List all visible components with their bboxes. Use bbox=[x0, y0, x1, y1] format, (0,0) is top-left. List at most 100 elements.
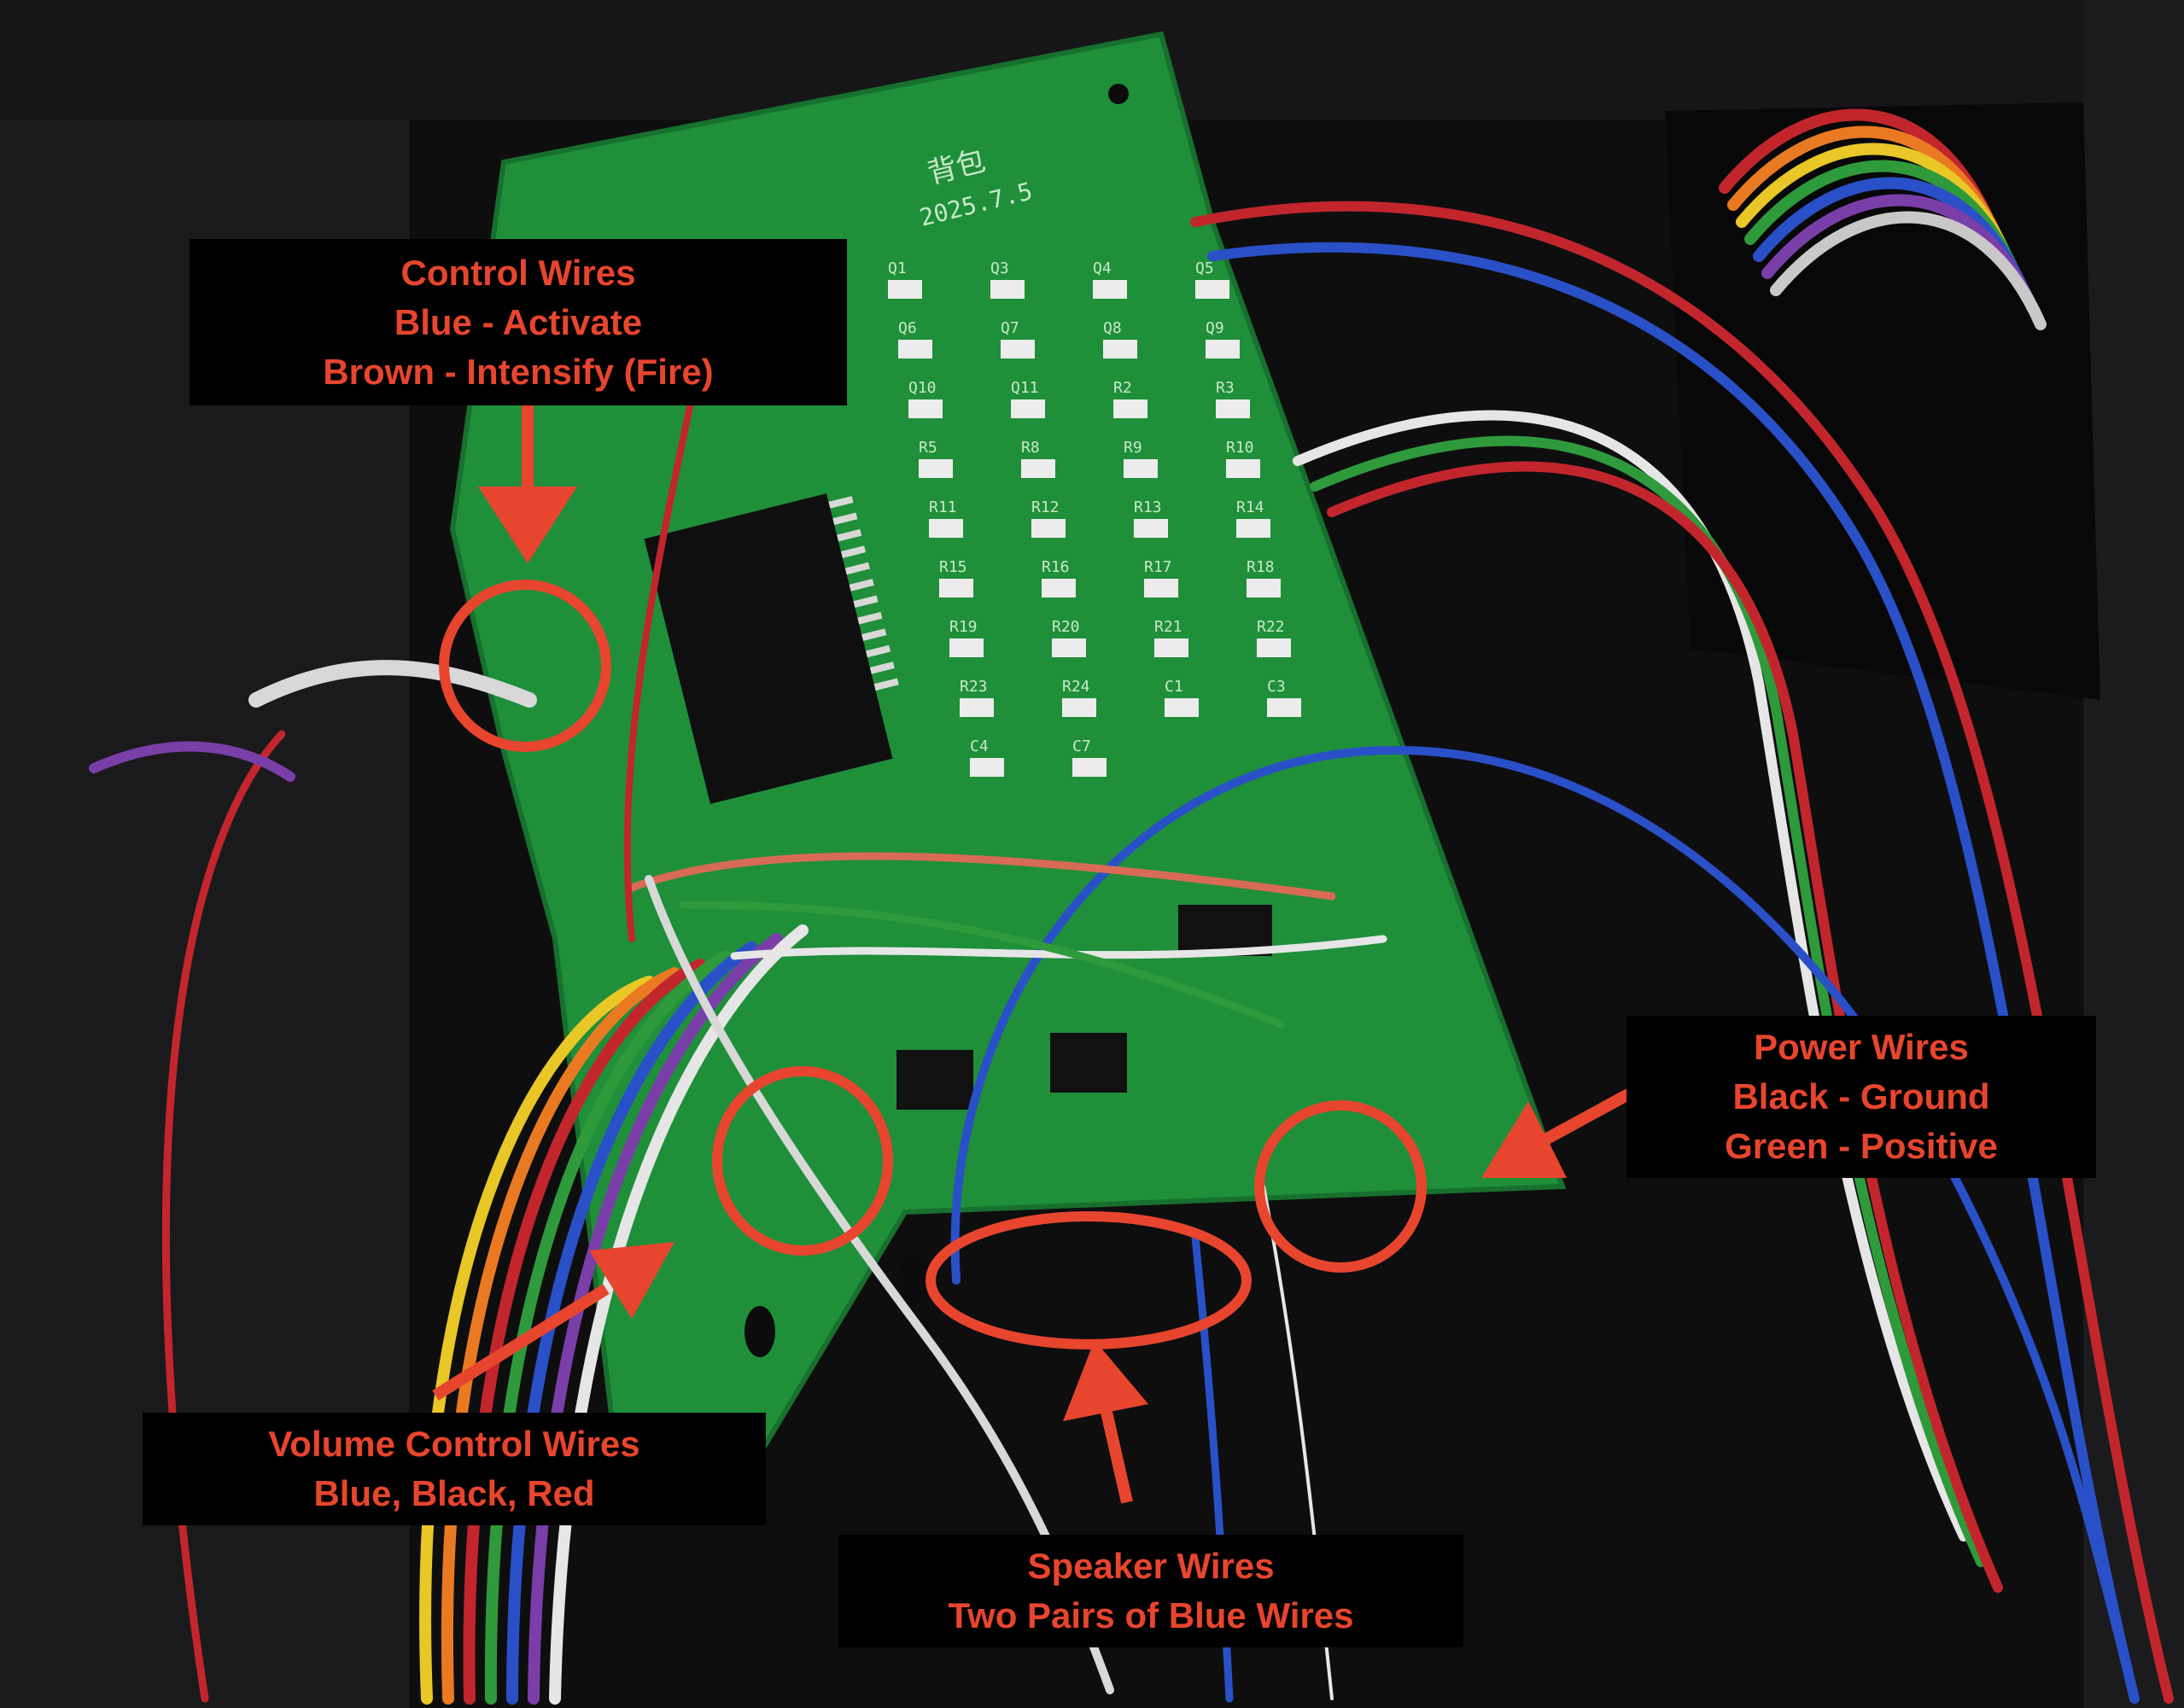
volume-wires-circle bbox=[712, 1066, 893, 1256]
mounting-slot bbox=[745, 1306, 775, 1357]
pcb-ref-label: Q4 bbox=[1093, 259, 1112, 277]
power-arrow bbox=[1481, 1082, 1643, 1178]
pcb-ref-label: Q1 bbox=[888, 259, 907, 277]
mounting-hole bbox=[1108, 84, 1129, 104]
pcb-ref-label: Q7 bbox=[1001, 319, 1019, 337]
pcb-ref-label: R17 bbox=[1144, 558, 1172, 576]
pcb-ref-label: R5 bbox=[919, 439, 937, 457]
label-line: Power Wires bbox=[1754, 1027, 1969, 1067]
enclosure-wall-right bbox=[2083, 0, 2184, 1708]
mounting-slot bbox=[898, 1255, 929, 1306]
smd-pad bbox=[1134, 519, 1168, 538]
smd-pad bbox=[1236, 519, 1270, 538]
pcb-ref-label: Q3 bbox=[990, 259, 1009, 277]
smd-pad bbox=[1165, 698, 1199, 717]
smd-pad bbox=[1031, 519, 1066, 538]
glue-pad bbox=[1665, 102, 2100, 700]
callout-arrows bbox=[432, 401, 1643, 1504]
smd-pad bbox=[970, 758, 1004, 777]
smd-pad bbox=[1154, 638, 1188, 657]
pcb-ref-label: R22 bbox=[1257, 618, 1285, 636]
smd-pad bbox=[1226, 459, 1260, 478]
control-wires-label: Control Wires Blue - Activate Brown - In… bbox=[190, 239, 847, 405]
smd-pad bbox=[1247, 579, 1281, 598]
label-line: Control Wires bbox=[400, 252, 636, 293]
pcb-ref-label: R23 bbox=[960, 678, 988, 696]
smd-pad bbox=[1062, 698, 1096, 717]
smd-pad bbox=[1011, 399, 1045, 418]
smd-pad bbox=[1052, 638, 1086, 657]
pcb-ref-label: R8 bbox=[1021, 439, 1040, 457]
pcb-ref-label: C4 bbox=[970, 737, 989, 755]
smd-pad bbox=[960, 698, 994, 717]
pcb-ref-label: Q11 bbox=[1011, 379, 1039, 397]
label-line: Two Pairs of Blue Wires bbox=[948, 1595, 1354, 1635]
label-line: Brown - Intensify (Fire) bbox=[323, 351, 714, 392]
smd-pad bbox=[908, 399, 943, 418]
pcb-ref-label: R16 bbox=[1042, 558, 1070, 576]
smd-pad bbox=[1072, 758, 1107, 777]
smd-pad bbox=[1195, 280, 1229, 299]
label-line: Blue - Activate bbox=[394, 301, 643, 342]
pcb-ref-label: C3 bbox=[1267, 678, 1286, 696]
pcb-ref-label: C7 bbox=[1072, 737, 1091, 755]
smd-pad bbox=[949, 638, 984, 657]
pcb-ref-label: R21 bbox=[1154, 618, 1183, 636]
label-line: Black - Ground bbox=[1732, 1076, 1990, 1116]
pcb-ref-label: R3 bbox=[1216, 379, 1235, 397]
smd-pad bbox=[888, 280, 922, 299]
pcb-ref-label: Q5 bbox=[1195, 259, 1214, 277]
pcb-ref-label: Q8 bbox=[1103, 319, 1122, 337]
pcb-ref-label: R24 bbox=[1062, 678, 1090, 696]
smd-pad bbox=[898, 340, 932, 359]
small-ic-chip bbox=[1050, 1033, 1127, 1093]
pcb-ref-label: Q6 bbox=[898, 319, 917, 337]
label-line: Volume Control Wires bbox=[268, 1424, 640, 1464]
smd-pad bbox=[1093, 280, 1127, 299]
smd-pad bbox=[1267, 698, 1301, 717]
smd-pad bbox=[1144, 579, 1178, 598]
pcb-ref-label: R20 bbox=[1052, 618, 1080, 636]
power-wires-label: Power Wires Black - Ground Green - Posit… bbox=[1626, 1016, 2096, 1178]
pcb-ref-label: R11 bbox=[929, 498, 957, 516]
smd-pad bbox=[1216, 399, 1250, 418]
pcb-ref-label: R14 bbox=[1236, 498, 1264, 516]
speaker-wires-label: Speaker Wires Two Pairs of Blue Wires bbox=[838, 1535, 1463, 1647]
power-wires-circle bbox=[1254, 1100, 1427, 1273]
smd-pad bbox=[1001, 340, 1035, 359]
callout-circles bbox=[439, 580, 1427, 1349]
smd-pad bbox=[990, 280, 1025, 299]
pcb-ref-label: C1 bbox=[1165, 678, 1183, 696]
smd-pad bbox=[1124, 459, 1158, 478]
pcb-ref-label: R15 bbox=[939, 558, 967, 576]
ic-pins bbox=[828, 496, 899, 691]
pcb-ref-label: R13 bbox=[1134, 498, 1162, 516]
smd-pad bbox=[1257, 638, 1291, 657]
smd-pad bbox=[1042, 579, 1076, 598]
smd-pad bbox=[939, 579, 973, 598]
volume-control-wires-label: Volume Control Wires Blue, Black, Red bbox=[143, 1413, 766, 1525]
volume-arrow bbox=[432, 1242, 674, 1401]
pcb-ref-label: R10 bbox=[1226, 439, 1254, 457]
smd-pad bbox=[1206, 340, 1240, 359]
label-line: Green - Positive bbox=[1725, 1126, 1998, 1166]
smd-pad bbox=[1113, 399, 1147, 418]
control-wires-circle bbox=[439, 580, 611, 752]
ic-chip bbox=[644, 493, 893, 804]
wire-bundle bbox=[89, 201, 2174, 1705]
speaker-wires-circle bbox=[926, 1211, 1252, 1349]
pcb-ref-label: Q10 bbox=[908, 379, 937, 397]
pcb-ref-label: R2 bbox=[1113, 379, 1132, 397]
pcb-ref-label: R19 bbox=[949, 618, 978, 636]
pcb-ref-label: Q9 bbox=[1206, 319, 1224, 337]
label-line: Blue, Black, Red bbox=[313, 1473, 595, 1513]
smd-pad bbox=[919, 459, 953, 478]
smd-pad bbox=[1021, 459, 1055, 478]
label-line: Speaker Wires bbox=[1027, 1546, 1275, 1586]
pcb-ref-label: R12 bbox=[1031, 498, 1060, 516]
ribbon-cable bbox=[1719, 108, 2047, 330]
speaker-arrow bbox=[1063, 1340, 1148, 1504]
control-arrow bbox=[478, 401, 577, 563]
smd-pad bbox=[1103, 340, 1137, 359]
